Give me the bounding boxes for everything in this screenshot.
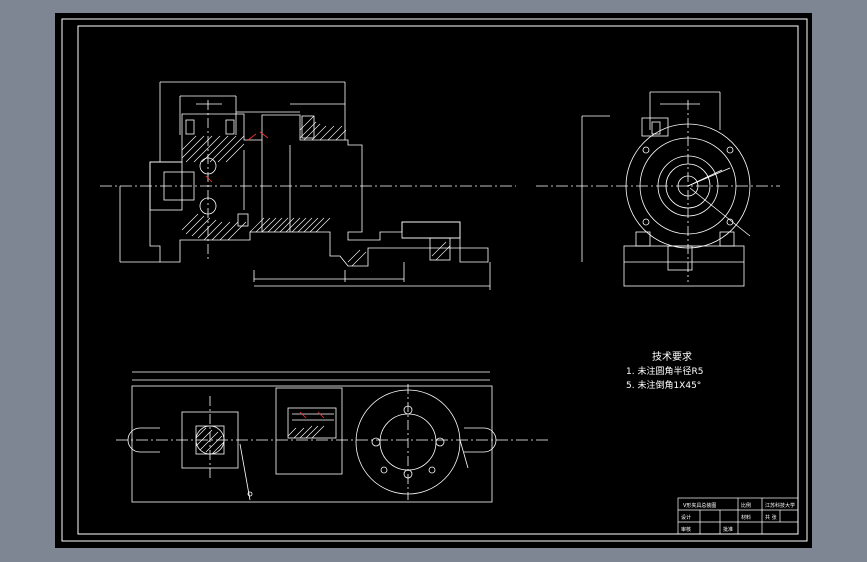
inner-frame [77,25,799,535]
notes-title: 技术要求 [652,350,692,363]
technical-notes: 技术要求 1. 未注圆角半径R5 5. 未注倒角1X45° [626,350,703,391]
note-item-1: 1. 未注圆角半径R5 [626,365,703,377]
material-label: 材料 [741,514,751,521]
top-view-hatch [195,425,325,455]
designer-label: 设计 [681,514,691,521]
drawing-paper [55,13,812,548]
sheet-label: 共 张 [765,514,777,521]
outer-frame [61,18,808,542]
front-view-accents [205,131,269,183]
top-view [116,371,548,503]
top-view-accents [299,411,325,419]
scale-label: 比例 [741,502,751,509]
side-view [536,91,780,287]
checker-label: 审核 [681,526,691,533]
school-name: 江苏科技大学 [765,502,795,509]
approver-label: 批准 [723,526,733,533]
title-block-text: V形夹具总装图 设计 审核 批准 比例 材料 共 张 江苏科技大学 [681,502,795,533]
front-view [100,81,516,290]
note-item-2: 5. 未注倒角1X45° [626,379,701,391]
drawing-name: V形夹具总装图 [683,502,716,509]
title-block [677,497,799,535]
